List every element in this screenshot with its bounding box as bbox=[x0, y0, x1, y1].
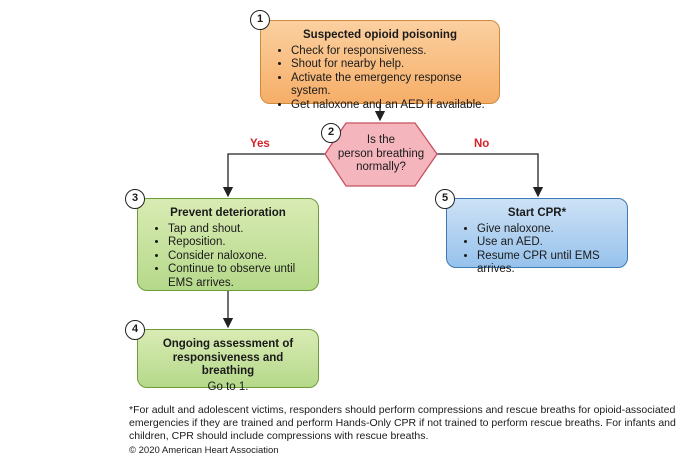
step5-item: Use an AED. bbox=[477, 236, 617, 250]
step3-item: Reposition. bbox=[168, 236, 308, 250]
step2-question-line: normally? bbox=[356, 161, 406, 173]
yes-label: Yes bbox=[250, 138, 270, 150]
no-label: No bbox=[474, 138, 490, 150]
footnote: *For adult and adolescent victims, respo… bbox=[129, 404, 676, 442]
step4-title-line2: responsiveness and breathing bbox=[172, 351, 284, 378]
step4-number-badge: 4 bbox=[125, 320, 145, 340]
step1-list: Check for responsiveness. Shout for near… bbox=[271, 45, 489, 113]
step5-number-badge: 5 bbox=[435, 189, 455, 209]
copyright: © 2020 American Heart Association bbox=[129, 445, 279, 456]
step2-question-line: Is the bbox=[366, 134, 396, 146]
step1-box: Suspected opioid poisoning Check for res… bbox=[260, 20, 500, 111]
step3-list: Tap and shout. Reposition. Consider nalo… bbox=[148, 223, 308, 291]
step3-item: Continue to observe until EMS arrives. bbox=[168, 263, 308, 290]
step1-item: Check for responsiveness. bbox=[291, 45, 489, 59]
step2-number-badge: 2 bbox=[321, 123, 341, 143]
step3-item: Consider naloxone. bbox=[168, 250, 308, 264]
arrow-2-to-3-yes bbox=[222, 153, 325, 198]
step1-number-badge: 1 bbox=[250, 10, 270, 30]
step5-item: Resume CPR until EMS arrives. bbox=[477, 250, 617, 277]
arrow-2-to-5-no bbox=[437, 153, 544, 198]
step1-item: Get naloxone and an AED if available. bbox=[291, 99, 489, 113]
step5-item: Give naloxone. bbox=[477, 223, 617, 237]
step3-item: Tap and shout. bbox=[168, 223, 308, 237]
step5-list: Give naloxone. Use an AED. Resume CPR un… bbox=[457, 223, 617, 277]
decision-hexagon bbox=[324, 122, 438, 187]
step1-item: Activate the emergency response system. bbox=[291, 72, 489, 99]
step4-title-line1: Ongoing assessment of bbox=[162, 338, 294, 350]
step4-box: Ongoing assessment of responsiveness and… bbox=[137, 329, 319, 393]
step5-title: Start CPR* bbox=[507, 207, 567, 219]
step3-box: Prevent deterioration Tap and shout. Rep… bbox=[137, 198, 319, 291]
step5-box: Start CPR* Give naloxone. Use an AED. Re… bbox=[446, 198, 628, 275]
step4-body: Go to 1. bbox=[207, 380, 249, 393]
step2-question: Is the person breathing normally? bbox=[330, 134, 432, 175]
step3-number-badge: 3 bbox=[125, 189, 145, 209]
step1-title: Suspected opioid poisoning bbox=[303, 29, 457, 41]
step3-title: Prevent deterioration bbox=[170, 207, 286, 219]
step2-question-line: person breathing bbox=[337, 147, 425, 160]
step1-item: Shout for nearby help. bbox=[291, 58, 489, 72]
